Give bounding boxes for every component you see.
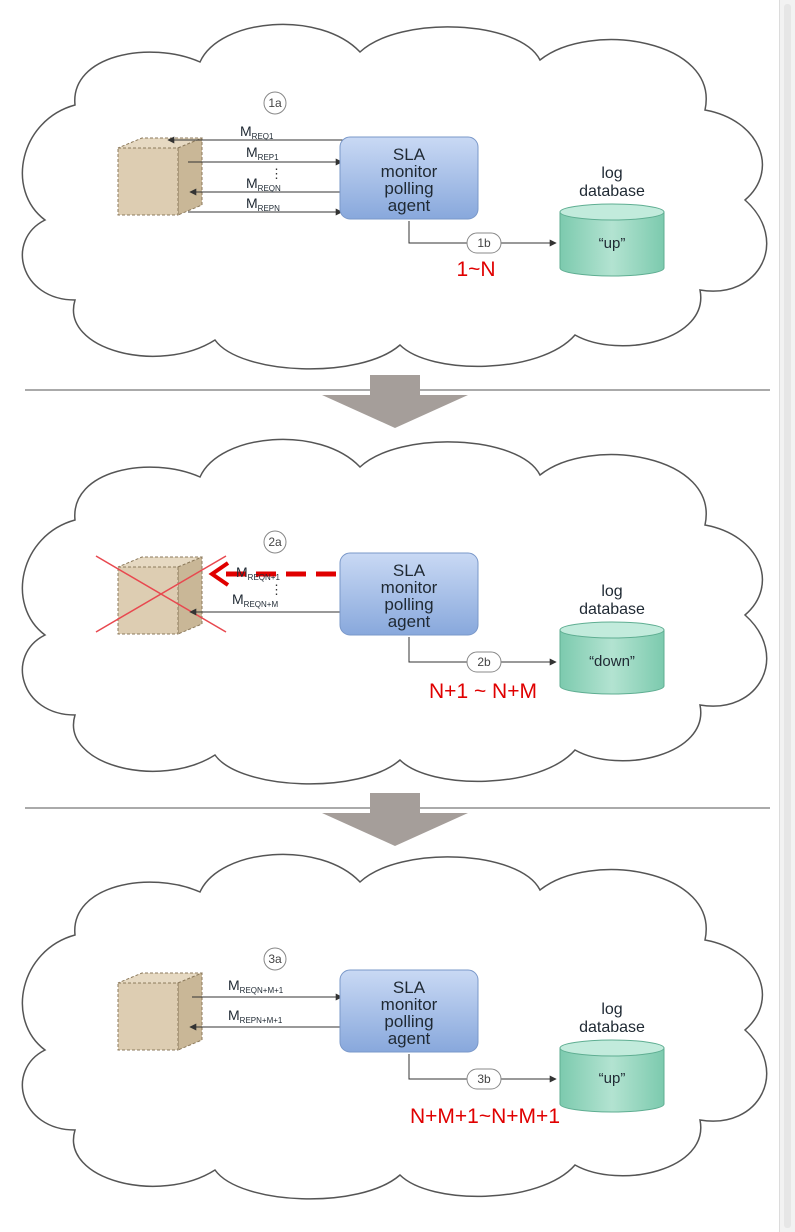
database-icon	[559, 621, 665, 695]
db-title: log	[601, 165, 622, 182]
panel-2: 2a MREQN+1 ⋮ MREQN+M SLA monitor polling…	[21, 438, 768, 785]
agent-label: SLA	[393, 561, 426, 580]
msg-label: MREPN+M+1	[228, 1007, 283, 1025]
db-title: log	[601, 1001, 622, 1018]
log-arrow	[408, 637, 557, 666]
agent-label: polling	[384, 179, 433, 198]
agent-label: monitor	[381, 162, 438, 181]
step-badge-1b	[466, 232, 502, 254]
panel-1: 1a ⋮ MREQ1 MREP1 MREQN MREPN SLA monitor…	[21, 23, 768, 370]
sla-agent-box	[339, 969, 479, 1053]
step-badge-1a	[263, 91, 287, 115]
transition-arrow	[322, 375, 468, 428]
db-title: database	[579, 601, 645, 618]
msg-label: MREPN	[246, 195, 280, 213]
down-cross-mark	[95, 555, 227, 633]
msg-label: MREQ1	[240, 123, 274, 141]
agent-label: monitor	[381, 995, 438, 1014]
db-title: log	[601, 583, 622, 600]
step-label-1a: 1a	[268, 96, 282, 110]
server-icon	[117, 556, 203, 635]
database-icon	[559, 203, 665, 277]
step-badge-3a	[263, 947, 287, 971]
failed-request-arrowhead	[208, 561, 230, 587]
range-annotation: N+1 ~ N+M	[429, 680, 537, 703]
step-label-2b: 2b	[477, 655, 491, 669]
msg-label: MREQN+M	[232, 591, 278, 609]
step-label-2a: 2a	[268, 535, 282, 549]
agent-label: agent	[388, 196, 431, 215]
agent-label: SLA	[393, 978, 426, 997]
msg-label: MREQN	[246, 175, 281, 193]
vertical-ellipsis: ⋮	[270, 582, 283, 597]
msg-label: MREQN+1	[236, 564, 280, 582]
db-status: “down”	[589, 653, 635, 670]
agent-label: polling	[384, 1012, 433, 1031]
step-badge-2b	[466, 651, 502, 673]
step-label-3b: 3b	[477, 1072, 491, 1086]
panel-3: 3a MREQN+M+1 MREPN+M+1 SLA monitor polli…	[21, 853, 768, 1200]
vertical-ellipsis: ⋮	[270, 166, 283, 181]
scrollbar-thumb[interactable]	[784, 4, 791, 1228]
db-status: “up”	[599, 235, 626, 252]
agent-label: monitor	[381, 578, 438, 597]
log-arrow	[408, 1054, 557, 1083]
log-arrow	[408, 221, 557, 247]
server-icon	[117, 972, 203, 1051]
db-status: “up”	[599, 1070, 626, 1087]
vertical-scrollbar[interactable]	[779, 0, 795, 1232]
db-title: database	[579, 1019, 645, 1036]
step-badge-2a	[263, 530, 287, 554]
database-icon	[559, 1039, 665, 1113]
msg-label: MREP1	[246, 144, 279, 162]
step-label-1b: 1b	[477, 236, 491, 250]
db-title: database	[579, 183, 645, 200]
sla-agent-box	[339, 552, 479, 636]
transition-arrow	[322, 793, 468, 846]
agent-label: agent	[388, 1029, 431, 1048]
sla-agent-box	[339, 136, 479, 220]
agent-label: SLA	[393, 145, 426, 164]
step-badge-3b	[466, 1068, 502, 1090]
range-annotation: N+M+1~N+M+1	[410, 1105, 560, 1128]
server-icon	[117, 137, 203, 216]
step-label-3a: 3a	[268, 952, 282, 966]
agent-label: agent	[388, 612, 431, 631]
range-annotation: 1~N	[456, 258, 495, 281]
agent-label: polling	[384, 595, 433, 614]
msg-label: MREQN+M+1	[228, 977, 284, 995]
